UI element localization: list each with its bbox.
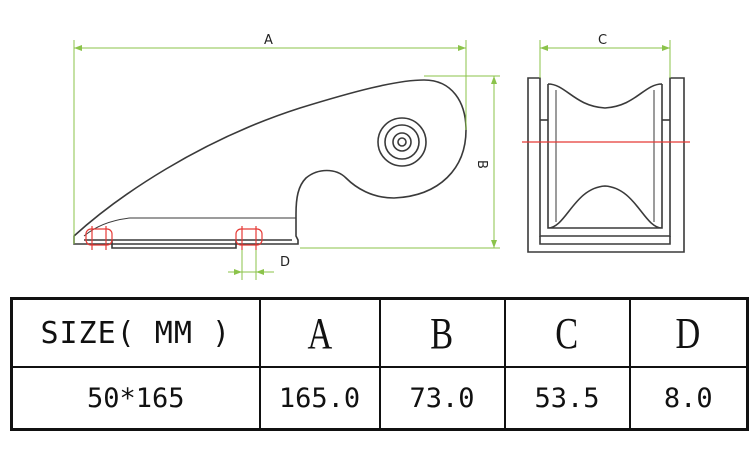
size-unit: MM )	[135, 315, 232, 351]
size-header-cell: SIZE( MM )	[10, 297, 261, 368]
value-a-cell: 165.0	[258, 366, 381, 431]
col-c-header: C	[503, 297, 631, 368]
sheave-axle-hole	[397, 137, 407, 147]
base-plate-line	[84, 239, 292, 249]
dim-a-label: A	[264, 33, 273, 48]
dim-d-label: D	[280, 255, 290, 270]
dim-c-label: C	[598, 33, 607, 48]
size-table: SIZE( MM ) A B C D 50*165 165.0 73.0 53.…	[10, 297, 749, 431]
front-view	[527, 77, 685, 253]
frame-outer	[527, 77, 685, 253]
side-view	[73, 79, 467, 249]
sheave-axle	[392, 132, 412, 152]
value-d-cell: 8.0	[628, 366, 749, 431]
technical-drawing: A B C D	[73, 33, 690, 280]
table-row: 50*165 165.0 73.0 53.5 8.0	[10, 366, 749, 431]
sheave-outer-ring	[377, 117, 427, 167]
mounting-bolts	[85, 226, 263, 250]
value-c-cell: 53.5	[503, 366, 631, 431]
bolt-front	[85, 228, 113, 246]
dimension-arrows	[74, 45, 670, 275]
sheave-body	[547, 83, 663, 229]
value-b-cell: 73.0	[378, 366, 506, 431]
col-d-header: D	[628, 297, 749, 368]
table-header-row: SIZE( MM ) A B C D	[10, 297, 749, 368]
size-label: SIZE(	[40, 315, 136, 351]
frame-base-inner	[539, 236, 671, 245]
model-cell: 50*165	[10, 366, 261, 431]
sheave-mid-ring	[384, 124, 420, 160]
dim-b-label: B	[474, 160, 489, 169]
col-b-header: B	[378, 297, 506, 368]
bolt-rear	[235, 228, 263, 246]
fairlead-profile	[73, 79, 467, 245]
col-a-header: A	[258, 297, 381, 368]
front-inner-contour	[83, 217, 296, 237]
